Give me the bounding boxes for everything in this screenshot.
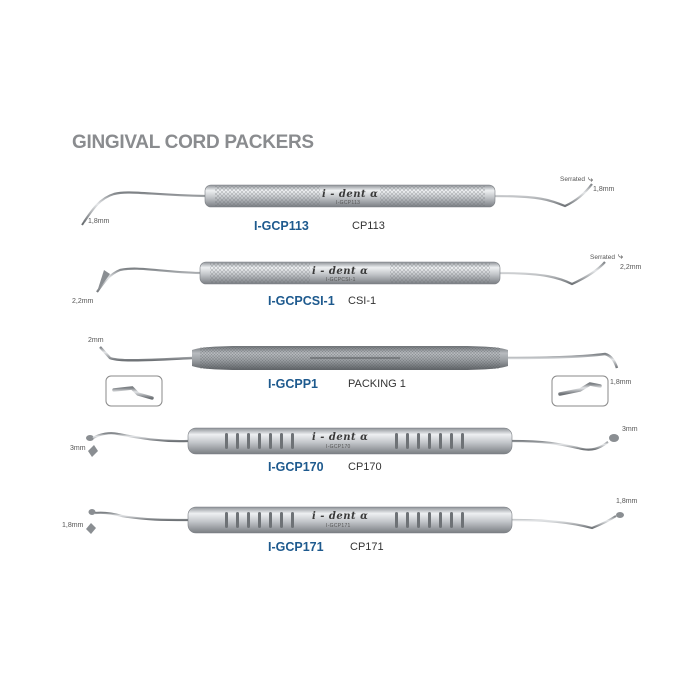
handle-brand-logo: i - dent α [312,432,369,443]
handle-etched-code: I-GCP171 [326,523,351,529]
instrument-gcp170-drawing [86,427,619,457]
model-name: CP170 [348,461,382,473]
model-name: CP171 [350,541,384,553]
handle-etched-code: I-GCPCSI-1 [326,277,356,283]
right-tip-size: 1,8mm [593,186,615,193]
right-tip-size: 2,2mm [620,264,642,271]
instrument-gcp113: i - dent α I-GCP113 1,8mm Serrated ⤷ 1,8… [0,170,700,240]
right-tip-size: 3mm [622,426,638,433]
right-tip-note: Serrated [590,254,615,261]
right-tip-size: 1,8mm [616,498,638,505]
left-tip-size: 3mm [70,445,86,452]
left-tip-size: 1,8mm [62,522,84,529]
product-code: I-GCP171 [268,540,324,554]
serrated-tip-icon: ⤷ [618,251,624,261]
left-tip-size: 2mm [88,337,104,344]
product-code: I-GCPP1 [268,377,319,391]
handle-brand-logo: i - dent α [322,189,379,200]
model-name: PACKING 1 [348,378,406,390]
product-code: I-GCPCSI-1 [268,294,335,308]
instrument-gcpp1: 2mm 1,8mm I-GCPP1 PACKING 1 [0,332,700,412]
instrument-gcpcsi1-drawing [96,261,606,293]
left-tip-size: 2,2mm [72,298,94,305]
product-code: I-GCP170 [268,460,324,474]
handle-brand-logo: i - dent α [312,266,369,277]
serrated-tip-icon: ⤷ [588,174,594,184]
right-tip-note: Serrated [560,176,585,183]
handle-etched-code: I-GCP113 [336,200,361,206]
product-code: I-GCP113 [254,219,309,233]
instrument-gcp113-drawing [81,183,593,226]
instrument-gcp171: i - dent α I-GCP171 1,8mm 1,8mm I-GCP171… [0,494,700,564]
right-tip-size: 1,8mm [610,379,632,386]
model-name: CSI-1 [348,295,377,307]
handle-brand-logo: i - dent α [312,511,369,522]
page-title: GINGIVAL CORD PACKERS [72,132,314,153]
instrument-gcp171-drawing [86,506,624,534]
instrument-gcpp1-drawing [99,346,619,407]
model-name: CP113 [352,220,385,232]
instrument-gcp170: i - dent α I-GCP170 3mm 3mm I-GCP170 CP1… [0,418,700,498]
handle-etched-code: I-GCP170 [326,444,351,450]
left-tip-size: 1,8mm [88,218,110,225]
instrument-gcpcsi1: i - dent α I-GCPCSI-1 2,2mm Serrated ⤷ 2… [0,246,700,316]
